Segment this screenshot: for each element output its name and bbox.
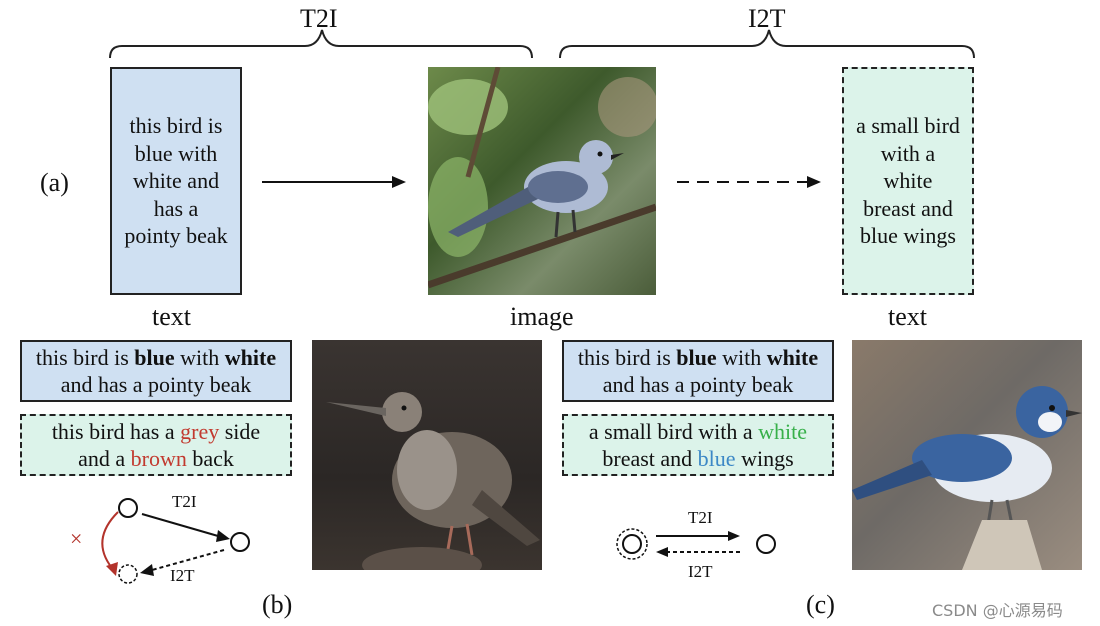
- c-text: breast and: [602, 446, 697, 471]
- c-text: this bird is: [578, 345, 676, 370]
- c-bold-blue: blue: [676, 345, 716, 370]
- i2t-brace: [560, 30, 974, 58]
- caption-image: image: [510, 302, 574, 332]
- b-text: this bird has a: [52, 419, 180, 444]
- c-blue-line2: and has a pointy beak: [603, 371, 794, 399]
- b-word-brown: brown: [131, 446, 187, 471]
- c-text: with: [717, 345, 767, 370]
- t2i-brace: [110, 30, 532, 58]
- c-blue-line1: this bird is blue with white: [578, 344, 818, 372]
- text-output-content: a small bird with a white breast and blu…: [856, 112, 960, 250]
- i2t-label: I2T: [748, 4, 786, 34]
- b-text: back: [187, 446, 234, 471]
- b-blue-line1: this bird is blue with white: [36, 344, 276, 372]
- caption-text-right: text: [888, 302, 927, 332]
- c-word-white: white: [758, 419, 807, 444]
- c-arrow-i2t-label: I2T: [688, 562, 713, 582]
- text-input-box: this bird is blue with white and has a p…: [110, 67, 242, 295]
- b-image-node: [231, 533, 249, 551]
- t2i-label: T2I: [300, 4, 338, 34]
- c-green-line1: a small bird with a white: [589, 418, 807, 446]
- c-blue-text-box: this bird is blue with white and has a p…: [562, 340, 834, 402]
- b-green-line2: and a brown back: [78, 445, 234, 473]
- c-text: wings: [736, 446, 794, 471]
- t2i-arrow: [260, 172, 410, 192]
- blue-warbler-illustration: [852, 340, 1082, 570]
- bird-image-center: [428, 67, 656, 295]
- c-arrow-t2i-label: T2I: [688, 508, 713, 528]
- c-image-node: [757, 535, 775, 553]
- b-text: with: [175, 345, 225, 370]
- b-text: and a: [78, 446, 131, 471]
- b-green-text-box: this bird has a grey side and a brown ba…: [20, 414, 292, 476]
- bird-image-b: [312, 340, 542, 570]
- bird-image-c: [852, 340, 1082, 570]
- b-text: side: [219, 419, 260, 444]
- c-word-blue: blue: [698, 446, 736, 471]
- panel-b-label: (b): [262, 590, 292, 620]
- wren-illustration: [312, 340, 542, 570]
- watermark: CSDN @心源易码: [932, 597, 1063, 621]
- b-arrow-t2i-label: T2I: [172, 492, 197, 512]
- c-green-line2: breast and blue wings: [602, 445, 793, 473]
- b-recon-node: [119, 565, 137, 583]
- b-word-grey: grey: [180, 419, 219, 444]
- panel-a-label: (a): [40, 168, 69, 198]
- b-failed-cycle-arrow: [102, 512, 118, 568]
- c-text: a small bird with a: [589, 419, 758, 444]
- i2t-arrow-dashed: [675, 172, 825, 192]
- c-text-node-outer: [617, 529, 647, 559]
- c-green-text-box: a small bird with a white breast and blu…: [562, 414, 834, 476]
- c-bold-white: white: [767, 345, 818, 370]
- b-arrow-i2t-label: I2T: [170, 566, 195, 586]
- caption-text-left: text: [152, 302, 191, 332]
- b-blue-line2: and has a pointy beak: [61, 371, 252, 399]
- panel-c-label: (c): [806, 590, 835, 620]
- b-bold-white: white: [225, 345, 276, 370]
- text-output-box: a small bird with a white breast and blu…: [842, 67, 974, 295]
- b-text-node: [119, 499, 137, 517]
- b-text: this bird is: [36, 345, 134, 370]
- mockingbird-illustration: [428, 67, 656, 295]
- b-blue-text-box: this bird is blue with white and has a p…: [20, 340, 292, 402]
- b-green-line1: this bird has a grey side: [52, 418, 260, 446]
- top-braces: [0, 0, 1100, 70]
- c-text-node-inner: [623, 535, 641, 553]
- b-bold-blue: blue: [134, 345, 174, 370]
- text-input-content: this bird is blue with white and has a p…: [124, 112, 228, 250]
- b-cross-mark: ×: [70, 526, 82, 552]
